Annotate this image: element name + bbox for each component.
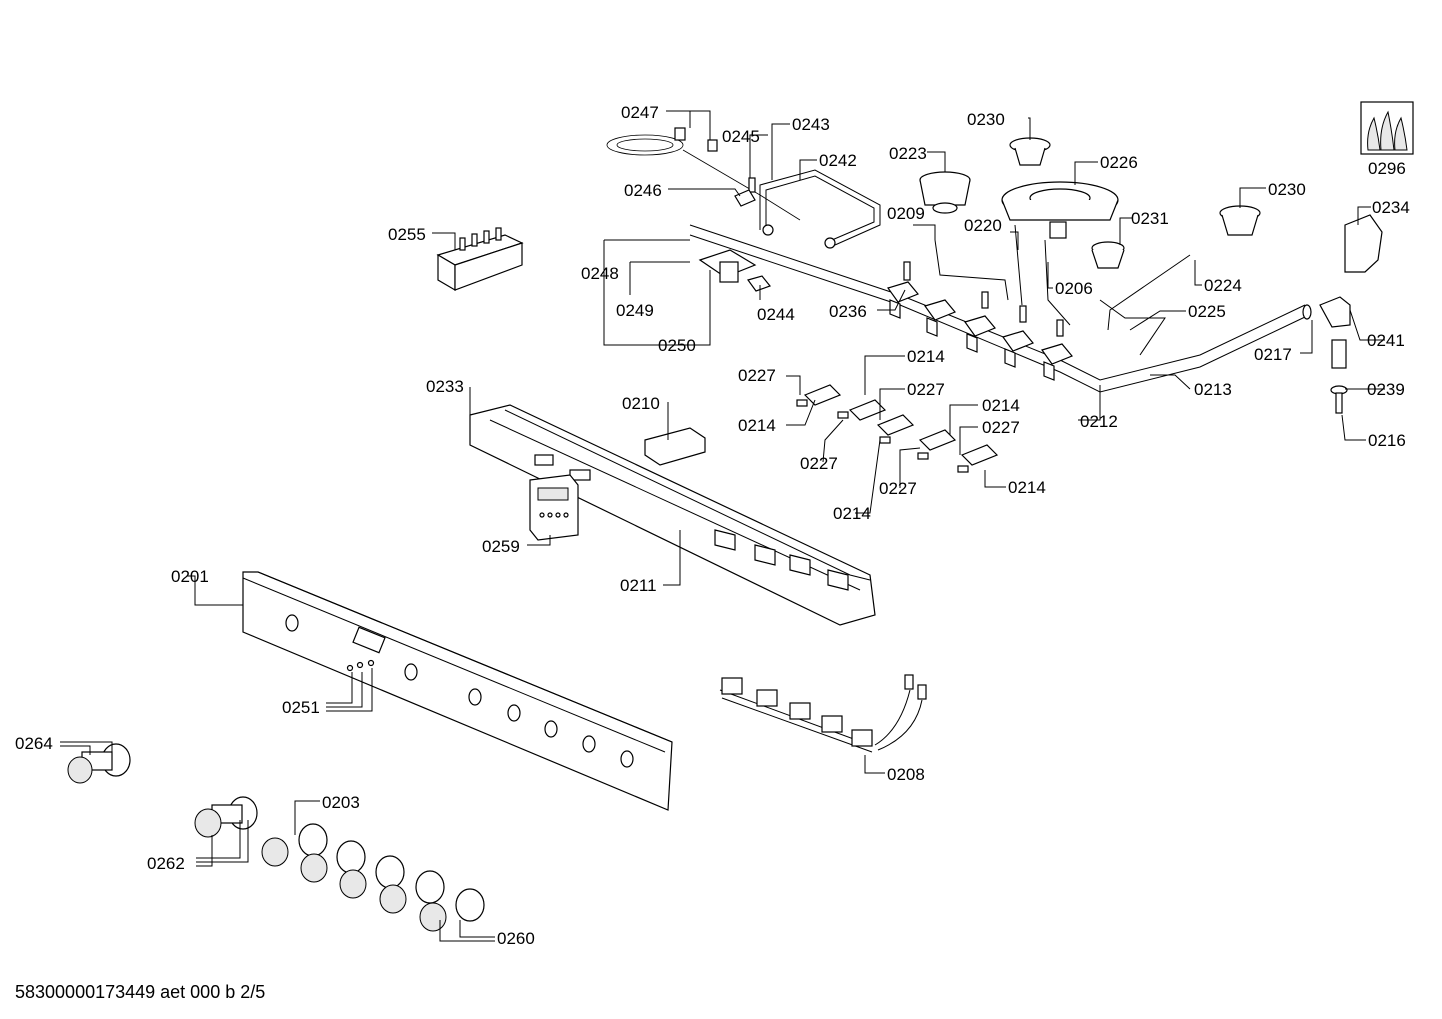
- label-0243: 0243: [792, 115, 830, 134]
- label-0216: 0216: [1368, 431, 1406, 450]
- label-0251: 0251: [282, 698, 320, 717]
- gas-valves: [887, 261, 1073, 381]
- elbow-0241: [1302, 296, 1351, 328]
- label-0227-e: 0227: [879, 479, 917, 498]
- label-0249: 0249: [616, 301, 654, 320]
- leader-lines: [60, 110, 1385, 942]
- label-0210: 0210: [622, 394, 660, 413]
- burner-0226: [1001, 181, 1119, 239]
- label-0234: 0234: [1372, 198, 1410, 217]
- label-0233: 0233: [426, 377, 464, 396]
- ignition-switches: [796, 384, 999, 473]
- label-0217: 0217: [1254, 345, 1292, 364]
- label-0227-d: 0227: [800, 454, 838, 473]
- gas-flame-icon: [1360, 101, 1414, 155]
- label-0223: 0223: [889, 144, 927, 163]
- label-0260: 0260: [497, 929, 535, 948]
- label-0214-d: 0214: [1008, 478, 1046, 497]
- terminal-block-0255: [436, 227, 524, 292]
- label-0244: 0244: [757, 305, 795, 324]
- label-0203: 0203: [322, 793, 360, 812]
- label-0264: 0264: [15, 734, 53, 753]
- burner-cap-0230-left: [1009, 137, 1051, 166]
- label-0230-right: 0230: [1268, 180, 1306, 199]
- knobs-0203: [261, 823, 485, 932]
- nozzle-0239: [1330, 339, 1348, 414]
- label-0231: 0231: [1131, 209, 1169, 228]
- label-0246: 0246: [624, 181, 662, 200]
- front-fascia-0201: [242, 571, 673, 811]
- label-0214-e: 0214: [833, 504, 871, 523]
- label-0227-b: 0227: [907, 380, 945, 399]
- label-0255: 0255: [388, 225, 426, 244]
- label-0224: 0224: [1204, 276, 1242, 295]
- label-0213: 0213: [1194, 380, 1232, 399]
- label-0296: 0296: [1368, 159, 1406, 178]
- label-0220: 0220: [964, 216, 1002, 235]
- gas-pipes-burners: [934, 224, 1191, 356]
- control-panel-frame-0233: [469, 404, 876, 626]
- electronic-clock-0259: [529, 474, 579, 541]
- label-0236: 0236: [829, 302, 867, 321]
- label-0248: 0248: [581, 264, 619, 283]
- knob-0262: [194, 796, 258, 838]
- label-0227-a: 0227: [738, 366, 776, 385]
- label-0201: 0201: [171, 567, 209, 586]
- main-gas-rail: [689, 224, 1306, 393]
- label-0225: 0225: [1188, 302, 1226, 321]
- label-0230-top: 0230: [967, 110, 1005, 129]
- label-0259: 0259: [482, 537, 520, 556]
- gas-pipe-0242: [759, 169, 881, 249]
- label-0226: 0226: [1100, 153, 1138, 172]
- label-0241: 0241: [1367, 331, 1405, 350]
- label-0212: 0212: [1080, 412, 1118, 431]
- wiring-harness-0208: [719, 674, 927, 753]
- burner-0230-right: [1219, 205, 1261, 236]
- terminal-block-0210: [644, 427, 706, 466]
- label-0239: 0239: [1367, 380, 1405, 399]
- label-0209: 0209: [887, 204, 925, 223]
- label-0214-a: 0214: [907, 347, 945, 366]
- label-0208: 0208: [887, 765, 925, 784]
- part-labels: 0247 0245 0243 0242 0246 0255 0248 0249 …: [15, 103, 1410, 948]
- label-0245: 0245: [722, 127, 760, 146]
- label-0214-c: 0214: [982, 396, 1020, 415]
- burner-0223: [919, 171, 971, 214]
- label-0242: 0242: [819, 151, 857, 170]
- label-0206: 0206: [1055, 279, 1093, 298]
- label-0247: 0247: [621, 103, 659, 122]
- burner-0231: [1091, 241, 1125, 269]
- label-0227-c: 0227: [982, 418, 1020, 437]
- knob-0264: [67, 743, 131, 784]
- label-0250: 0250: [658, 336, 696, 355]
- label-0211: 0211: [620, 576, 657, 595]
- label-0262: 0262: [147, 854, 185, 873]
- document-footer-code: 58300000173449 aet 000 b 2/5: [15, 982, 265, 1002]
- thermocouple-assembly: [606, 127, 801, 221]
- label-0214-b: 0214: [738, 416, 776, 435]
- bracket-0234: [1344, 214, 1383, 273]
